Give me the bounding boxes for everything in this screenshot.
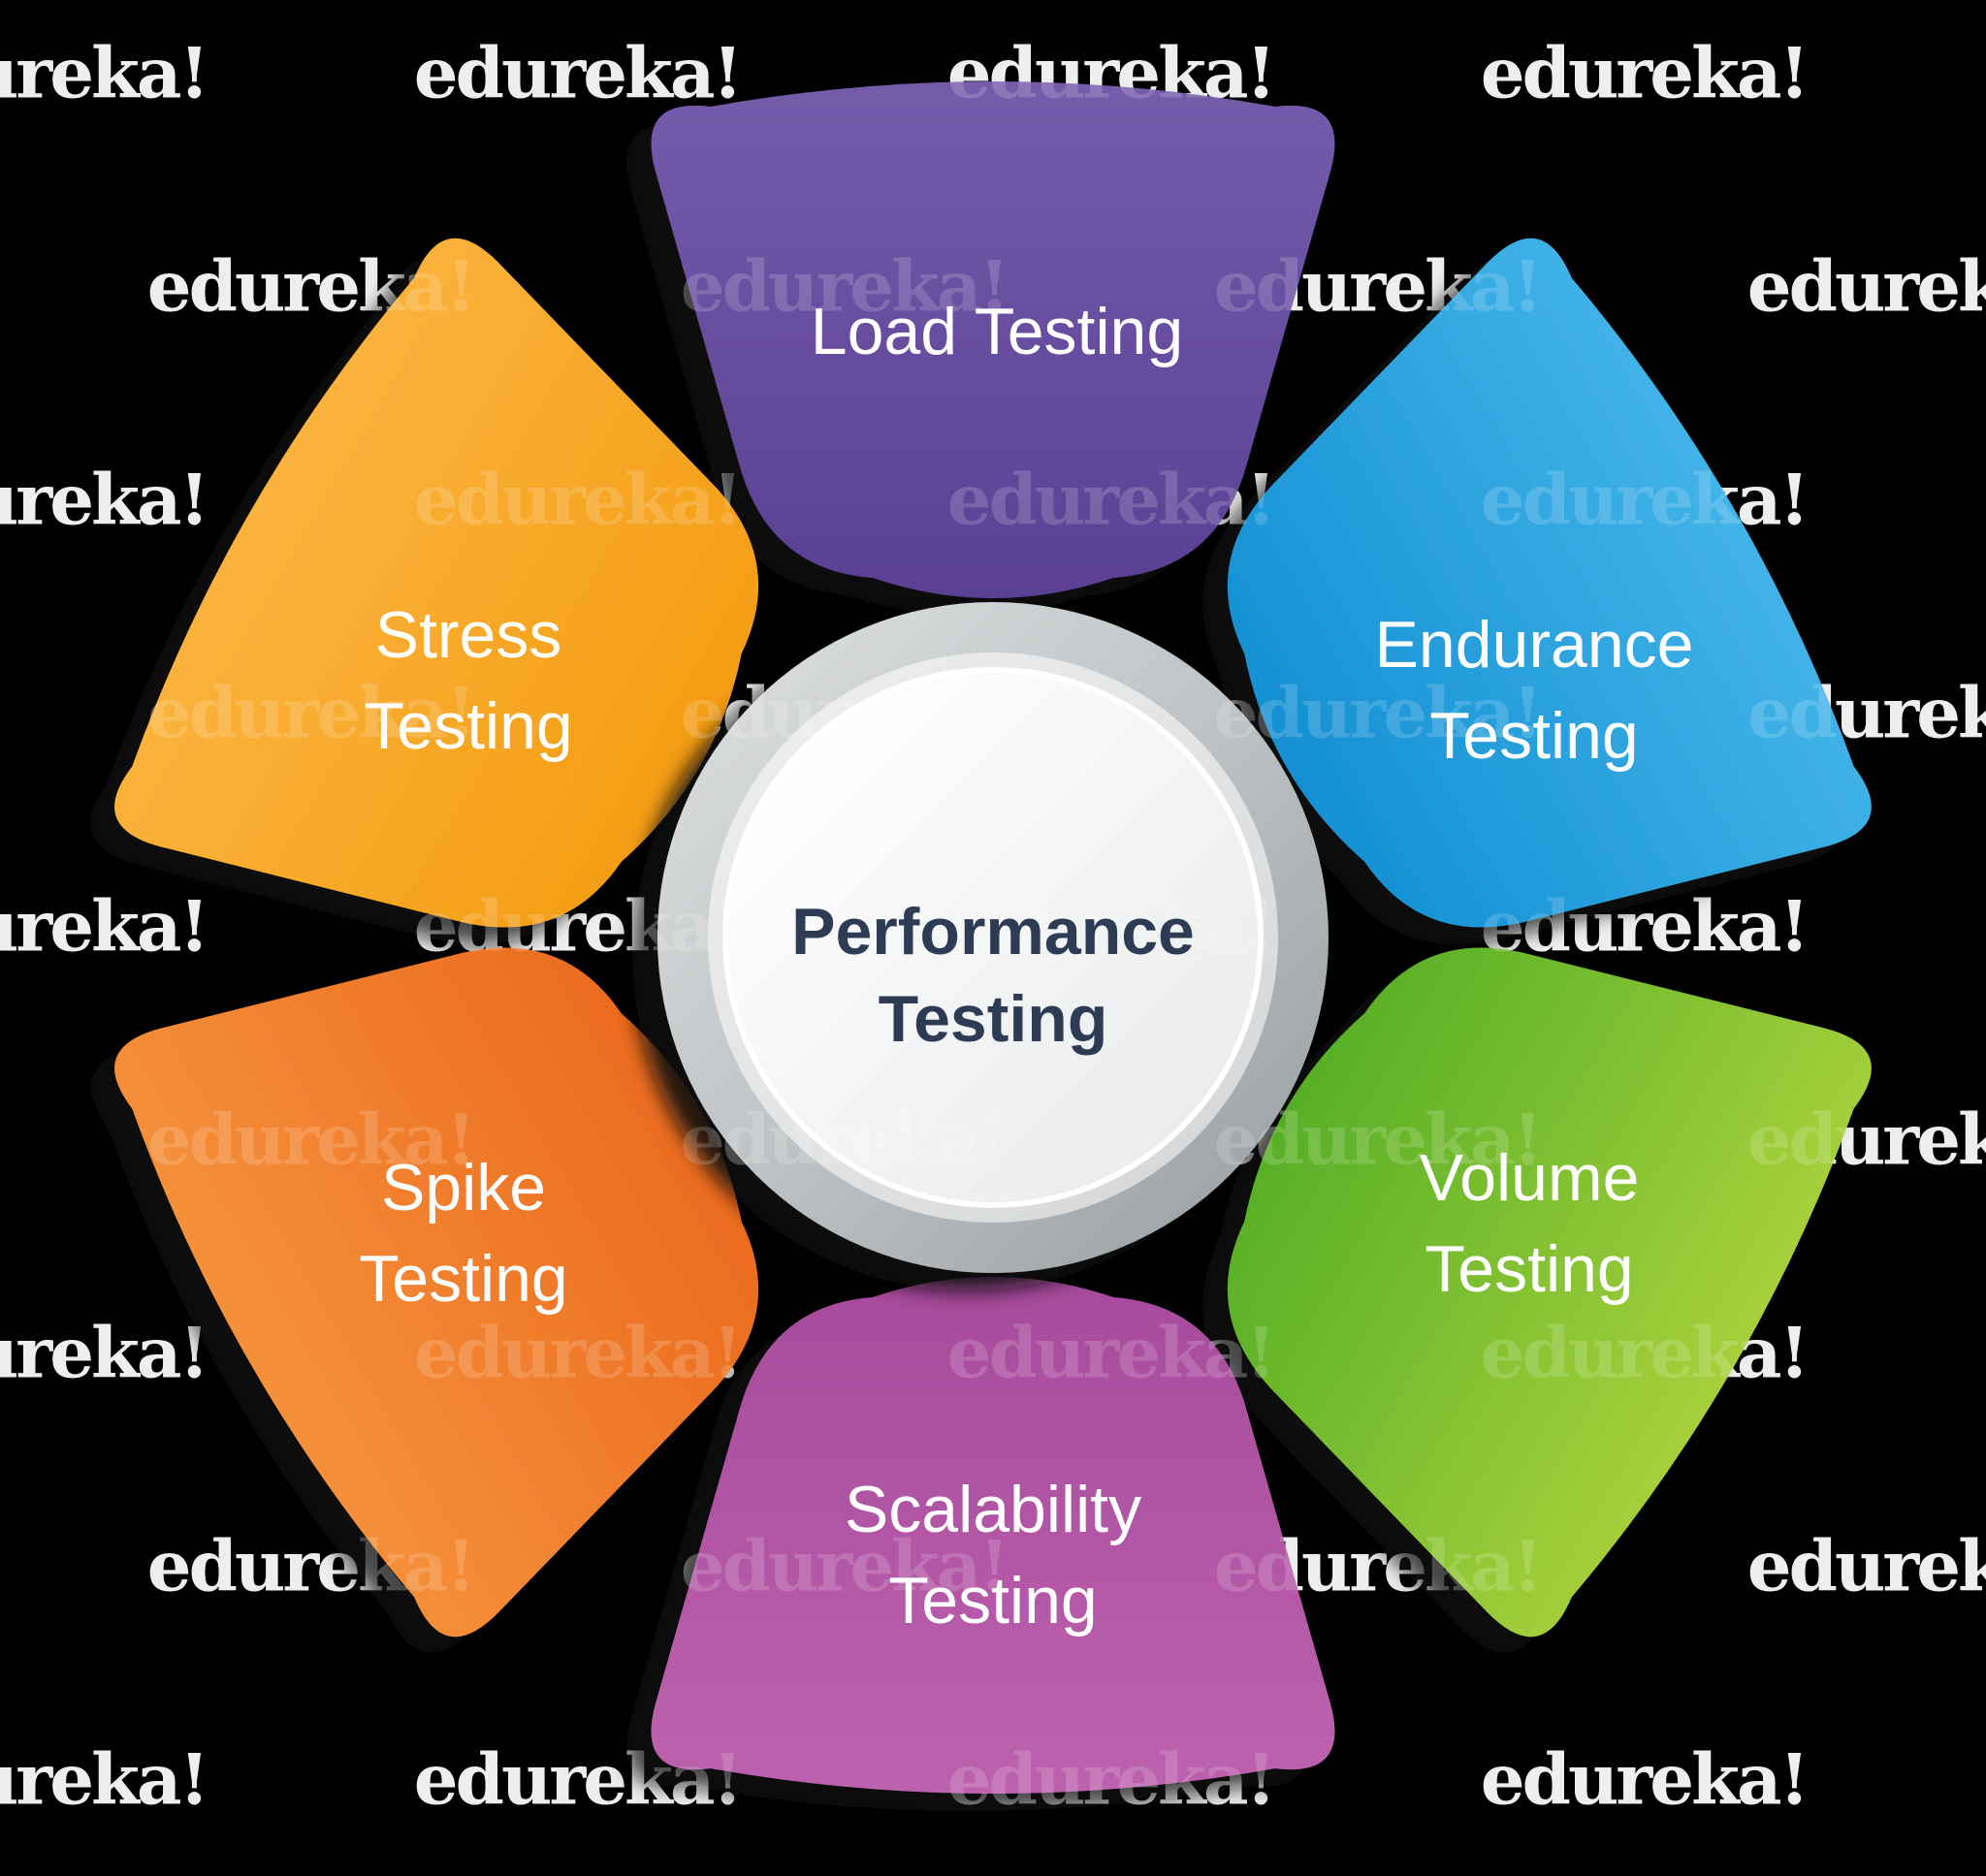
center-circle	[657, 602, 1329, 1273]
petal-stress	[114, 238, 758, 928]
petal-volume	[1228, 947, 1872, 1638]
petal-endurance	[1228, 238, 1872, 928]
petal-load	[651, 81, 1335, 598]
petal-scalability	[651, 1277, 1335, 1794]
petal-spike	[114, 947, 758, 1638]
petal-label-load: Load Testing	[810, 295, 1184, 368]
